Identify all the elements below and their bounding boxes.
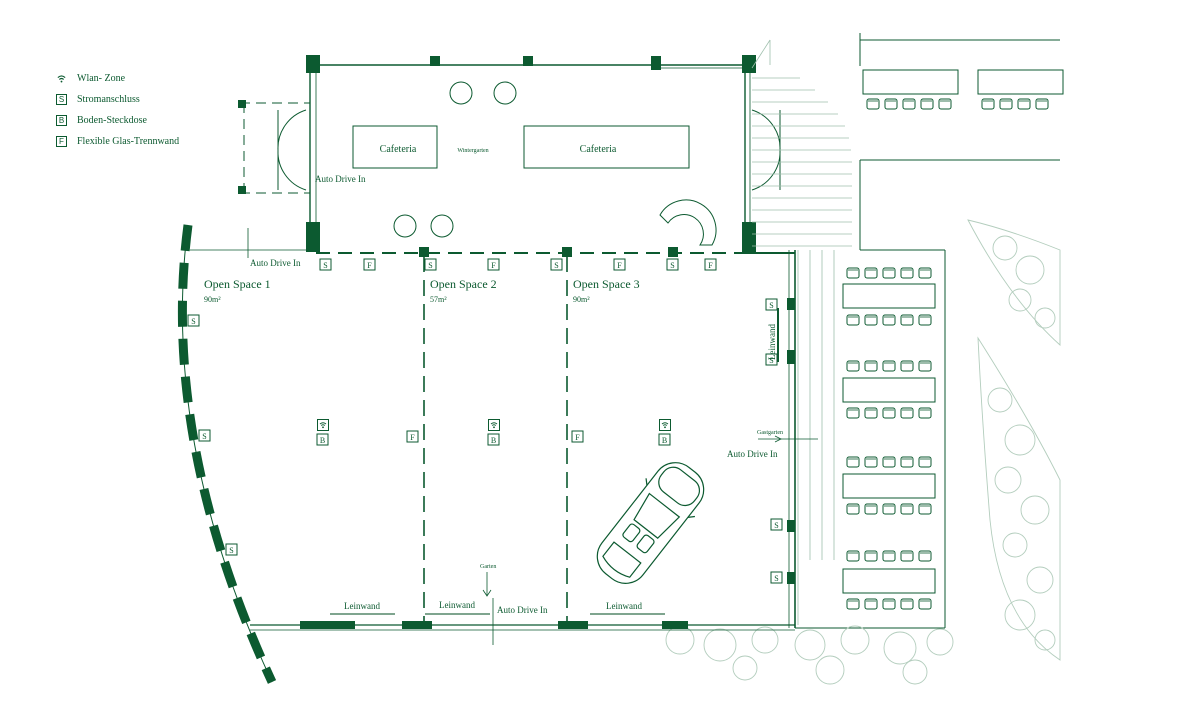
glass-wall-icon: F [56,136,67,147]
terrace-stairs [751,39,852,247]
car-illustration [596,462,705,584]
leinwand-side-label: Leinwand [767,324,777,360]
svg-text:B: B [491,436,496,445]
plan-labels: Open Space 1 90m² Open Space 2 57m² Open… [204,258,783,615]
socket-icon: S [56,94,67,105]
socket-icon: S [550,258,563,271]
wifi-icon [488,419,500,431]
wifi-icon [56,73,67,84]
floor-socket-icon: B [316,433,329,446]
socket-icon: S [187,314,200,327]
open-space-3-title: Open Space 3 [573,277,640,291]
floor-socket-icon: B [487,433,500,446]
garten-label: Garten [480,564,496,570]
wintergarten-label: Wintergarten [457,148,488,154]
leinwand-2-label: Leinwand [439,600,475,610]
socket-icon: S [770,571,783,584]
socket-icon: S [666,258,679,271]
glass-wall-icon: F [704,258,717,271]
legend: Wlan- Zone S Stromanschluss B Boden-Stec… [56,68,256,152]
svg-text:S: S [769,301,773,310]
svg-text:F: F [575,433,580,442]
wifi-icon [317,419,329,431]
legend-item-socket: S Stromanschluss [56,89,256,110]
svg-text:F: F [617,261,622,270]
socket-icon: S [765,298,778,311]
glass-wall-icon: F [487,258,500,271]
auto-drive-in-right-label: Auto Drive In [727,449,778,459]
socket-icon: S [770,518,783,531]
svg-text:S: S [774,574,778,583]
plan-symbols: S F S F S F S F S S S F F S S S S B B B [187,258,783,584]
legend-label: Boden-Steckdose [77,115,147,126]
legend-label: Stromanschluss [77,94,140,105]
open-space-2-area: 57m² [430,295,447,304]
svg-text:S: S [229,546,233,555]
gastgarten-label: Gastgarten [757,430,783,436]
open-space-1-area: 90m² [204,295,221,304]
cafeteria-right-label: Cafeteria [580,144,617,155]
svg-text:F: F [410,433,415,442]
svg-text:B: B [662,436,667,445]
svg-text:F: F [491,261,496,270]
svg-text:S: S [428,261,432,270]
legend-label: Wlan- Zone [77,73,126,84]
floor-socket-icon: B [56,115,67,126]
open-space-1-title: Open Space 1 [204,277,271,291]
floor-socket-icon: B [658,433,671,446]
glass-wall-icon: F [613,258,626,271]
cafeteria-left-label: Cafeteria [380,144,417,155]
svg-text:S: S [202,432,206,441]
socket-icon: S [765,353,778,366]
open-space-2-title: Open Space 2 [430,277,497,291]
leinwand-1-label: Leinwand [344,601,380,611]
socket-icon: S [319,258,332,271]
gastgarten [795,249,946,629]
socket-icon: S [198,429,211,442]
auto-drive-in-bottom-label: Auto Drive In [497,605,548,615]
leinwand-3-label: Leinwand [606,601,642,611]
auto-drive-in-top-label: Auto Drive In [315,174,366,184]
svg-text:F: F [367,261,372,270]
open-space-3-area: 90m² [573,295,590,304]
auto-drive-in-left-label: Auto Drive In [250,258,301,268]
open-spaces [177,224,818,684]
garden-trees [665,219,1061,685]
socket-icon: S [424,258,437,271]
svg-text:S: S [323,261,327,270]
wifi-icon [659,419,671,431]
glass-wall-icon: F [363,258,376,271]
legend-item-floor-socket: B Boden-Steckdose [56,110,256,131]
svg-text:B: B [320,436,325,445]
glass-wall-icon: F [571,430,584,443]
socket-icon: S [225,543,238,556]
top-terrace [859,33,1064,250]
legend-label: Flexible Glas-Trennwand [77,136,180,147]
svg-text:S: S [774,521,778,530]
svg-text:S: S [554,261,558,270]
wintergarten-block: Cafeteria Wintergarten Cafeteria Auto Dr… [238,55,781,252]
svg-text:S: S [670,261,674,270]
glass-wall-icon: F [406,430,419,443]
svg-text:S: S [191,317,195,326]
legend-item-wifi: Wlan- Zone [56,68,256,89]
svg-text:S: S [769,356,773,365]
svg-text:F: F [708,261,713,270]
legend-item-glass-wall: F Flexible Glas-Trennwand [56,131,256,152]
